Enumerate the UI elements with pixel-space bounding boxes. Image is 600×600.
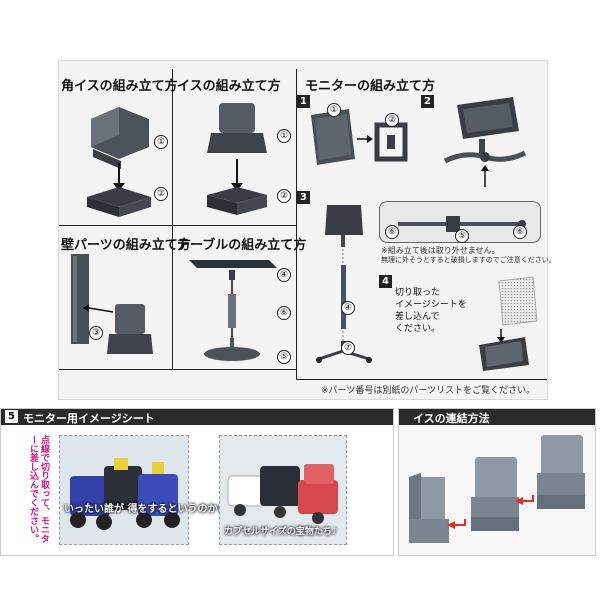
part-label: ⑥: [277, 306, 291, 320]
chair-panel: イスの組み立て方 ① ②: [173, 61, 296, 225]
assembly-note: 無理に外そうとすると破損しますのでご注意ください。: [381, 256, 556, 264]
image-sheet-section: 5 モニター用イメージシート 点線で切り取って、モニターに差し込んでください。 …: [0, 408, 394, 556]
part-label: ⑥: [513, 225, 527, 239]
part-label: ⑤: [277, 350, 291, 364]
divider: [296, 69, 297, 379]
step4-line: 切り取った: [395, 288, 441, 298]
photo-caption: カプセルサイズの宝物たち♪: [224, 527, 338, 537]
monitor-step4-illustration: [479, 276, 538, 371]
image-sheet-title: モニター用イメージシート: [23, 412, 155, 425]
part-label: ②: [277, 189, 291, 203]
mini-kart-figures-image: [60, 436, 188, 544]
wall-panel: 壁パーツの組み立て方 ③: [59, 226, 191, 369]
part-label: ⑦: [341, 341, 355, 355]
step-number: 2: [421, 95, 434, 108]
parts-list-note: ※パーツ番号は別紙のパーツリストをご覧ください。: [321, 386, 536, 396]
image-sheet-instruction: 点線で切り取って、モニターに差し込んでください。: [28, 435, 49, 543]
table-title: テーブルの組み立て方: [177, 238, 307, 253]
step-number: 4: [379, 275, 392, 288]
photo-caption: いったい誰が 得をするというのか!: [64, 504, 223, 515]
chair-linking-section: イスの連結方法: [398, 408, 596, 556]
part-label: ③: [89, 326, 103, 340]
wall-title: 壁パーツの組み立て方: [61, 238, 191, 253]
monitor-title: モニターの組み立て方: [305, 79, 436, 94]
step4-line: 差し込んで: [395, 312, 440, 322]
corner-chair-panel: 角イスの組み立て方 ① ②: [59, 61, 178, 225]
chair-illustration: [207, 103, 267, 215]
wall-illustration: [71, 254, 153, 354]
step-number: 3: [297, 191, 310, 204]
part-label: ④: [277, 268, 291, 282]
monitor-panel: モニターの組み立て方 1 ① ② 2 3: [297, 61, 556, 379]
part-label: ①: [277, 129, 291, 143]
assembly-note: ※組み立て後は取り外せません。: [381, 246, 500, 255]
capsule-treasures-image: [220, 436, 346, 544]
part-label: ①: [327, 103, 341, 117]
monitor-step2-illustration: [443, 97, 527, 187]
divider: [59, 225, 296, 226]
table-illustration: [189, 260, 277, 361]
divider: [296, 379, 547, 380]
corner-chair-illustration: [87, 107, 151, 217]
part-label: ⑤: [455, 229, 469, 243]
step4-line: ください。: [395, 324, 441, 334]
chair-linking-title: イスの連結方法: [413, 412, 490, 425]
bottom-section: 5 モニター用イメージシート 点線で切り取って、モニターに差し込んでください。 …: [0, 400, 600, 600]
chair-linking-header: イスの連結方法: [399, 409, 595, 425]
part-label: ⑥: [385, 225, 399, 239]
step-number: 5: [5, 410, 18, 423]
step-number: 1: [297, 95, 310, 108]
table-panel: テーブルの組み立て方 ④ ⑥ ⑤: [173, 226, 306, 369]
chair-title: イスの組み立て方: [177, 79, 281, 94]
image-sheet-header: 5 モニター用イメージシート: [1, 409, 393, 425]
part-label: ①: [154, 135, 168, 149]
part-label: ②: [385, 113, 399, 127]
image-sheet-photo-right: カプセルサイズの宝物たち♪: [219, 435, 347, 545]
part-label: ②: [154, 187, 168, 201]
corner-chair-title: 角イスの組み立て方: [61, 79, 178, 94]
step4-line: イメージシートを: [395, 300, 467, 310]
part-label: ④: [341, 301, 355, 315]
chair-linking-illustration: [409, 435, 585, 543]
divider: [59, 369, 296, 370]
joint-detail-illustration: [398, 216, 526, 232]
step4-instructions: 切り取った イメージシートを 差し込んで ください。: [395, 287, 467, 335]
assembly-sheet: 角イスの組み立て方 ① ② イスの組み立て方 ① ② 壁パーツ: [58, 60, 556, 400]
monitor-step1-illustration: [311, 109, 408, 165]
image-sheet-photo-left: いったい誰が 得をするというのか!: [59, 435, 222, 545]
divider: [172, 69, 173, 369]
